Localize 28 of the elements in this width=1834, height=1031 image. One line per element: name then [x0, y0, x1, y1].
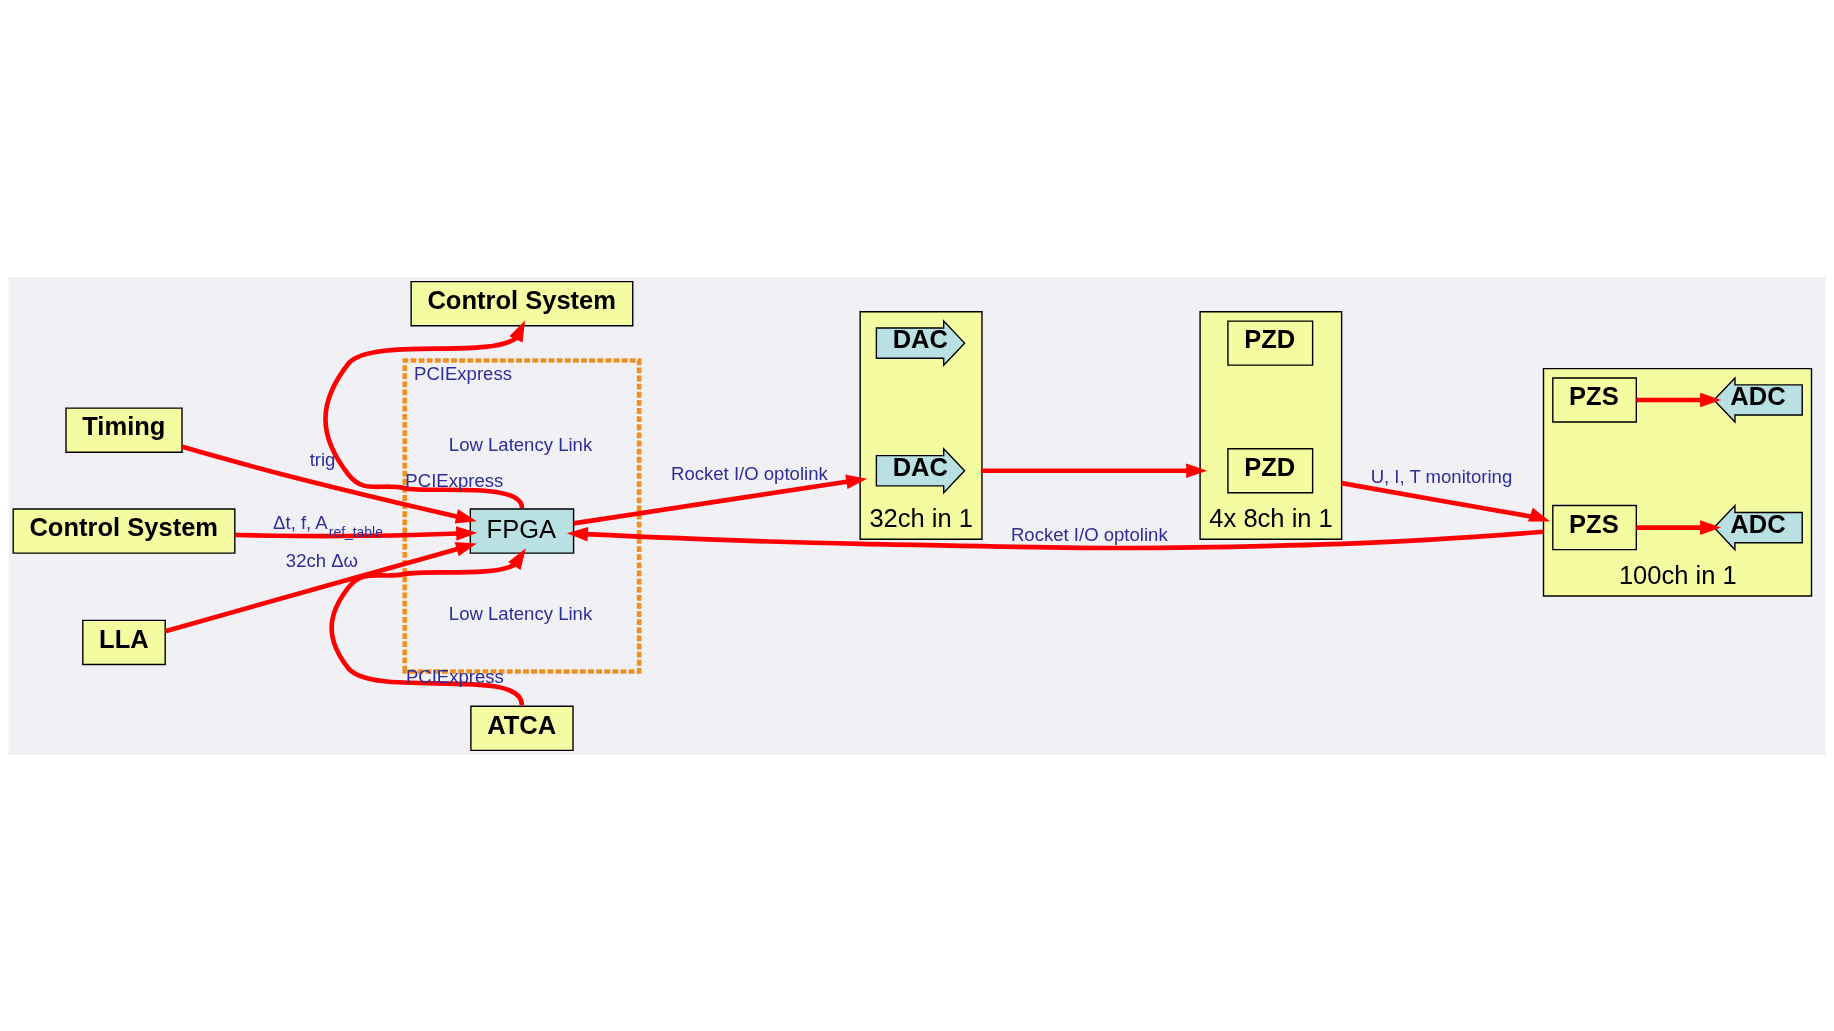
edge-label: trig [309, 448, 336, 470]
label: Low Latency Link [448, 433, 593, 455]
arrow [1636, 519, 1722, 535]
label: Low Latency Link [448, 602, 593, 624]
node-box: FPGA [469, 507, 575, 554]
arrow [573, 474, 868, 526]
node-box: PZD [1227, 447, 1314, 493]
edge-label: Rocket I/O optolink [671, 462, 828, 484]
edge-label: U, I, T monitoring [1370, 465, 1513, 487]
arrow [981, 462, 1208, 478]
node-box: Timing [65, 406, 183, 453]
node-box: Control System [410, 280, 634, 326]
arrow [1341, 480, 1551, 522]
arrow [1636, 392, 1722, 407]
arrow [181, 444, 477, 524]
arrow [566, 526, 1544, 550]
node-box: ATCA [470, 705, 574, 751]
edge-label: Rocket I/O optolink [1010, 523, 1168, 545]
edge-label: PCIExpress [405, 469, 504, 491]
arrow [329, 547, 526, 706]
arrow [164, 541, 477, 633]
node-box: PZD [1227, 319, 1314, 366]
edge-label: 32ch Δω [285, 549, 359, 571]
node-box: PZS [1552, 504, 1637, 550]
node-box: Control System [12, 507, 236, 554]
arrow [323, 320, 525, 509]
node-box: LLA [82, 619, 166, 665]
node-box: PZS [1552, 376, 1637, 423]
